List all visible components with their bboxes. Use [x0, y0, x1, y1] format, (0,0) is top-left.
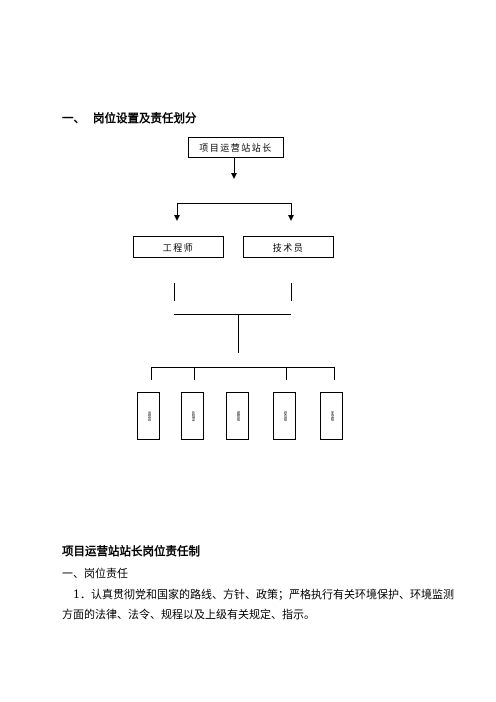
- connector-line: [234, 157, 235, 174]
- connector-line: [177, 203, 178, 216]
- section-heading: 一、岗位设置及责任划分: [62, 110, 197, 126]
- org-label-laboratory: 化验室: [191, 410, 195, 422]
- connector-line: [174, 314, 291, 315]
- article-paragraph: 1．认真贯彻党和国家的路线、方针、政策；严格执行有关环境保护、环境监测方面的法律…: [62, 588, 454, 621]
- arrow-down-icon: [174, 215, 180, 221]
- connector-line: [177, 203, 292, 204]
- article-subheading: 一、岗位责任: [62, 567, 128, 580]
- org-label-operations-team: 运营班: [147, 410, 151, 422]
- org-label-technician: 技术员: [272, 243, 305, 254]
- section-number: 一、: [62, 111, 85, 125]
- connector-line: [286, 367, 287, 380]
- connector-line: [291, 203, 292, 216]
- arrow-down-icon: [288, 215, 294, 221]
- connector-line: [174, 283, 175, 301]
- org-label-station-head: 项目运营站站长: [199, 144, 273, 154]
- org-label-general-team: 综合组: [283, 410, 287, 422]
- org-box-station-head: 项目运营站站长: [188, 137, 284, 158]
- org-label-safety-team: 安全组: [330, 410, 334, 422]
- connector-line: [194, 367, 195, 380]
- connector-line: [334, 367, 335, 380]
- connector-line: [238, 314, 239, 353]
- article-title: 项目运营站站长岗位责任制: [62, 544, 200, 558]
- arrow-down-icon: [231, 173, 237, 179]
- org-box-technician: 技术员: [243, 236, 334, 258]
- org-label-maintenance-team: 维修组: [236, 410, 240, 422]
- connector-line: [151, 367, 152, 380]
- org-box-maintenance-team: 维修组: [226, 392, 249, 440]
- org-box-general-team: 综合组: [273, 392, 296, 440]
- org-box-engineer: 工程师: [133, 236, 224, 258]
- org-box-operations-team: 运营班: [137, 392, 160, 440]
- section-title: 岗位设置及责任划分: [93, 111, 197, 125]
- org-box-laboratory: 化验室: [181, 392, 204, 440]
- org-label-engineer: 工程师: [162, 243, 195, 254]
- connector-line: [151, 367, 335, 368]
- org-box-safety-team: 安全组: [320, 392, 343, 440]
- connector-line: [291, 283, 292, 301]
